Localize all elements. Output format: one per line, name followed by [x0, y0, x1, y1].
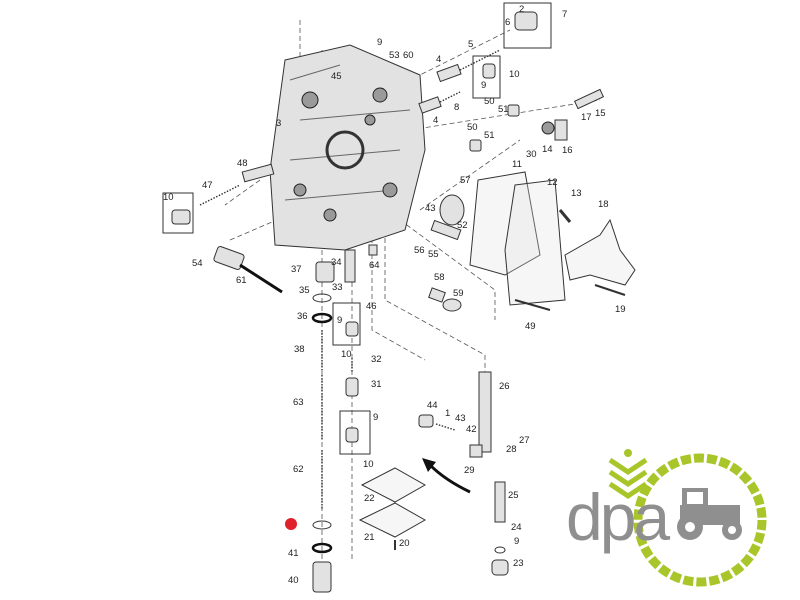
callout: 10	[163, 192, 174, 203]
callout: 9	[514, 536, 519, 547]
callout-labels: 2 6 7 9 53 60 45 5 4 10 9 8 4 50 51 50 5…	[163, 4, 626, 586]
callout: 9	[373, 412, 378, 423]
callout: 56	[414, 245, 425, 256]
callout: 19	[615, 304, 626, 315]
callout: 58	[434, 272, 445, 283]
callout: 44	[427, 400, 438, 411]
callout: 12	[547, 177, 558, 188]
callout: 23	[513, 558, 524, 569]
callout: 51	[498, 104, 509, 115]
callout: 61	[236, 275, 247, 286]
callout: 46	[366, 301, 377, 312]
callout: 2	[519, 4, 524, 15]
dpa-logo: dpa	[566, 449, 767, 587]
callout: 50	[484, 96, 495, 107]
logo-text: dpa	[566, 480, 670, 554]
callout: 64	[369, 260, 380, 271]
valve-housing	[269, 44, 426, 251]
callout: 47	[202, 180, 213, 191]
callout: 40	[288, 575, 299, 586]
callout: 50	[467, 122, 478, 133]
callout: 36	[297, 311, 308, 322]
callout: 35	[299, 285, 310, 296]
callout: 30	[526, 149, 537, 160]
callout: 4	[433, 115, 438, 126]
callout: 25	[508, 490, 519, 501]
callout: 16	[562, 145, 573, 156]
components	[171, 11, 626, 593]
callout: 11	[512, 159, 522, 170]
callout: 10	[363, 459, 374, 470]
callout: 4	[436, 54, 441, 65]
callout: 5	[468, 39, 473, 50]
direction-arrow-icon	[422, 458, 436, 472]
callout: 51	[484, 130, 495, 141]
separator-plate	[469, 171, 541, 276]
callout: 26	[499, 381, 510, 392]
callout: 29	[464, 465, 475, 476]
callout: 38	[294, 344, 305, 355]
callout: 48	[237, 158, 248, 169]
callout: 21	[364, 532, 375, 543]
callout: 8	[454, 102, 459, 113]
bracket	[564, 218, 636, 286]
callout: 52	[457, 220, 468, 231]
callout: 31	[371, 379, 382, 390]
callout: 57	[460, 175, 471, 186]
callout: 60	[403, 50, 414, 61]
callout: 59	[453, 288, 464, 299]
callout: 54	[192, 258, 203, 269]
callout: 15	[595, 108, 606, 119]
callout: 7	[562, 9, 567, 20]
callout: 9	[337, 315, 342, 326]
callout: 32	[371, 354, 382, 365]
callout: 22	[364, 493, 375, 504]
callout: 18	[598, 199, 609, 210]
callout: 33	[332, 282, 343, 293]
callout: 43	[455, 413, 466, 424]
callout: 13	[571, 188, 582, 199]
gear-ring-icon	[633, 453, 767, 587]
callout: 10	[341, 349, 352, 360]
callout: 9	[481, 80, 486, 91]
callout: 43	[425, 203, 436, 214]
subassembly-frames	[162, 2, 552, 455]
callout: 37	[291, 264, 302, 275]
callout: 9	[377, 37, 382, 48]
callout: 53	[389, 50, 400, 61]
callout: 63	[293, 397, 304, 408]
callout: 10	[509, 69, 520, 80]
callout: 20	[399, 538, 410, 549]
callout: 17	[581, 112, 592, 123]
callout: 42	[466, 424, 477, 435]
callout: 62	[293, 464, 304, 475]
callout: 34	[331, 257, 342, 268]
callout: 24	[511, 522, 522, 533]
callout: 14	[542, 144, 553, 155]
callout: 28	[506, 444, 517, 455]
cover-plate	[504, 179, 566, 306]
callout: 45	[331, 71, 342, 82]
callout: 27	[519, 435, 530, 446]
callout: 49	[525, 321, 536, 332]
callout: 3	[276, 118, 281, 129]
callout: 6	[505, 17, 510, 28]
highlighted-part-marker[interactable]	[285, 518, 297, 530]
tractor-icon	[677, 488, 742, 540]
callout: 41	[288, 548, 299, 559]
callout: 1	[445, 408, 450, 419]
callout: 55	[428, 249, 439, 260]
wheat-icon	[608, 457, 648, 500]
